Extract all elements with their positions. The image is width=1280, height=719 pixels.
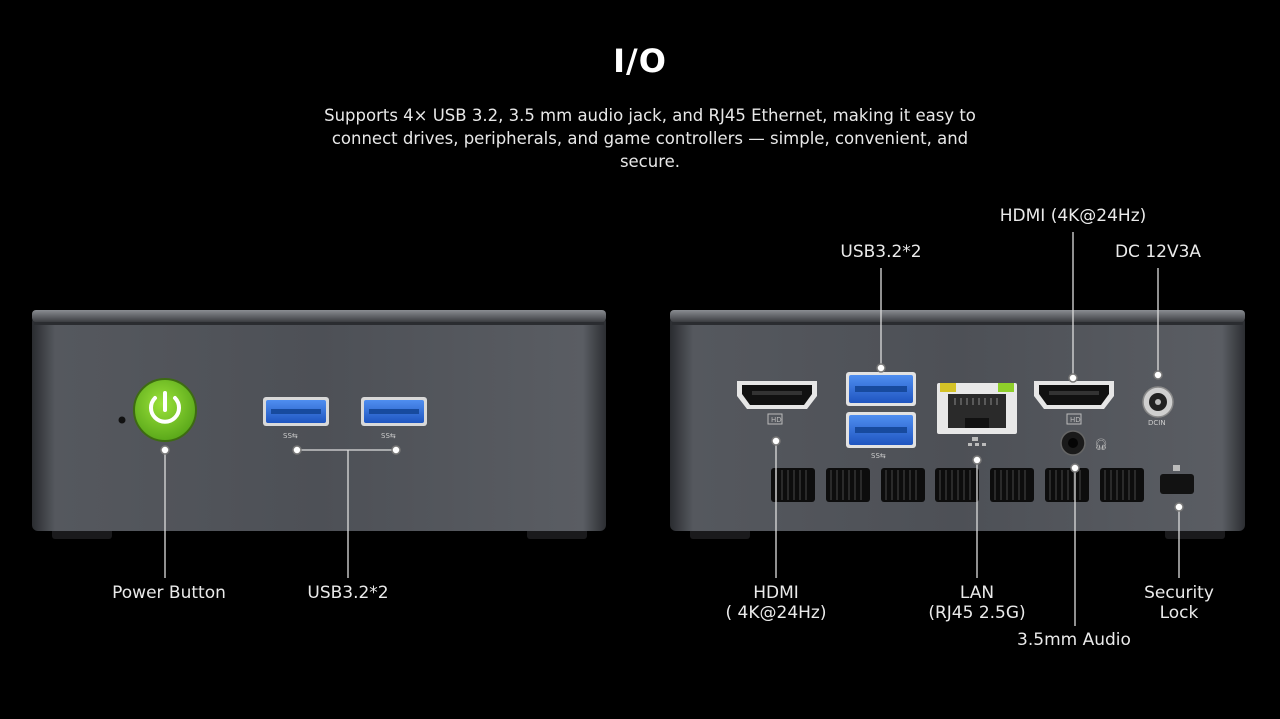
front-led-icon — [118, 416, 126, 424]
label-lan-line2: (RJ45 2.5G) — [928, 603, 1026, 623]
network-icon — [968, 437, 986, 446]
usb-ss-mark-icon: SS⇆ — [283, 432, 298, 440]
rear-lan-port[interactable] — [937, 383, 1017, 446]
label-power-button: Power Button — [112, 583, 226, 603]
front-callout-dots — [160, 445, 401, 455]
rear-callouts — [775, 232, 1180, 626]
label-hdmi-bottom-line2: ( 4K@24Hz) — [725, 603, 827, 623]
rear-usb-port-1[interactable] — [846, 372, 916, 406]
rear-hdmi-port-1[interactable]: HD — [737, 381, 817, 425]
label-hdmi-bottom: HDMI ( 4K@24Hz) — [706, 583, 846, 623]
vent-fins — [775, 470, 1136, 500]
power-button[interactable] — [133, 378, 197, 442]
label-hdmi-bottom-line1: HDMI — [753, 583, 799, 603]
headphone-icon: 🎧︎ — [1094, 438, 1108, 451]
rear-hdmi-port-2[interactable]: HD — [1034, 381, 1114, 425]
front-usb-port-1[interactable]: SS⇆ — [263, 397, 329, 440]
label-rear-usb: USB3.2*2 — [840, 242, 922, 262]
label-lan-line1: LAN — [959, 583, 995, 603]
hdmi-logo-icon — [1066, 413, 1082, 425]
hdmi-mark: HD — [771, 416, 782, 424]
label-lock-line2: Lock — [1159, 603, 1199, 623]
rear-dc-port[interactable]: DCIN — [1142, 386, 1174, 427]
hdmi-logo-icon — [767, 413, 783, 425]
dc-mark: DCIN — [1148, 419, 1166, 427]
label-dc: DC 12V3A — [1114, 242, 1202, 262]
rear-device: HD SS⇆ — [670, 232, 1245, 626]
lock-icon — [1173, 465, 1180, 471]
label-front-usb: USB3.2*2 — [307, 583, 389, 603]
label-hdmi-top: HDMI (4K@24Hz) — [999, 206, 1147, 226]
front-device: SS⇆ SS⇆ — [32, 310, 606, 578]
page-subtitle: Supports 4× USB 3.2, 3.5 mm audio jack, … — [324, 106, 976, 171]
label-security-lock: Security Lock — [1119, 583, 1239, 623]
label-lock-line1: Security — [1144, 583, 1214, 603]
front-callouts — [164, 449, 396, 578]
rear-lid — [670, 310, 1245, 322]
page-title: I/O — [613, 42, 667, 80]
usb-ss-mark-icon: SS⇆ — [381, 432, 396, 440]
rear-usb-port-2[interactable]: SS⇆ — [846, 412, 916, 460]
label-audio: 3.5mm Audio — [1017, 630, 1131, 650]
usb-ss-mark-icon: SS⇆ — [871, 452, 886, 460]
rear-audio-jack[interactable]: 🎧︎ — [1060, 430, 1108, 456]
rear-security-lock[interactable] — [1160, 465, 1194, 494]
hdmi-mark: HD — [1070, 416, 1081, 424]
label-lan: LAN (RJ45 2.5G) — [907, 583, 1047, 623]
front-usb-port-2[interactable]: SS⇆ — [361, 397, 427, 440]
rear-callout-dots — [771, 363, 1184, 512]
front-lid — [32, 310, 606, 322]
